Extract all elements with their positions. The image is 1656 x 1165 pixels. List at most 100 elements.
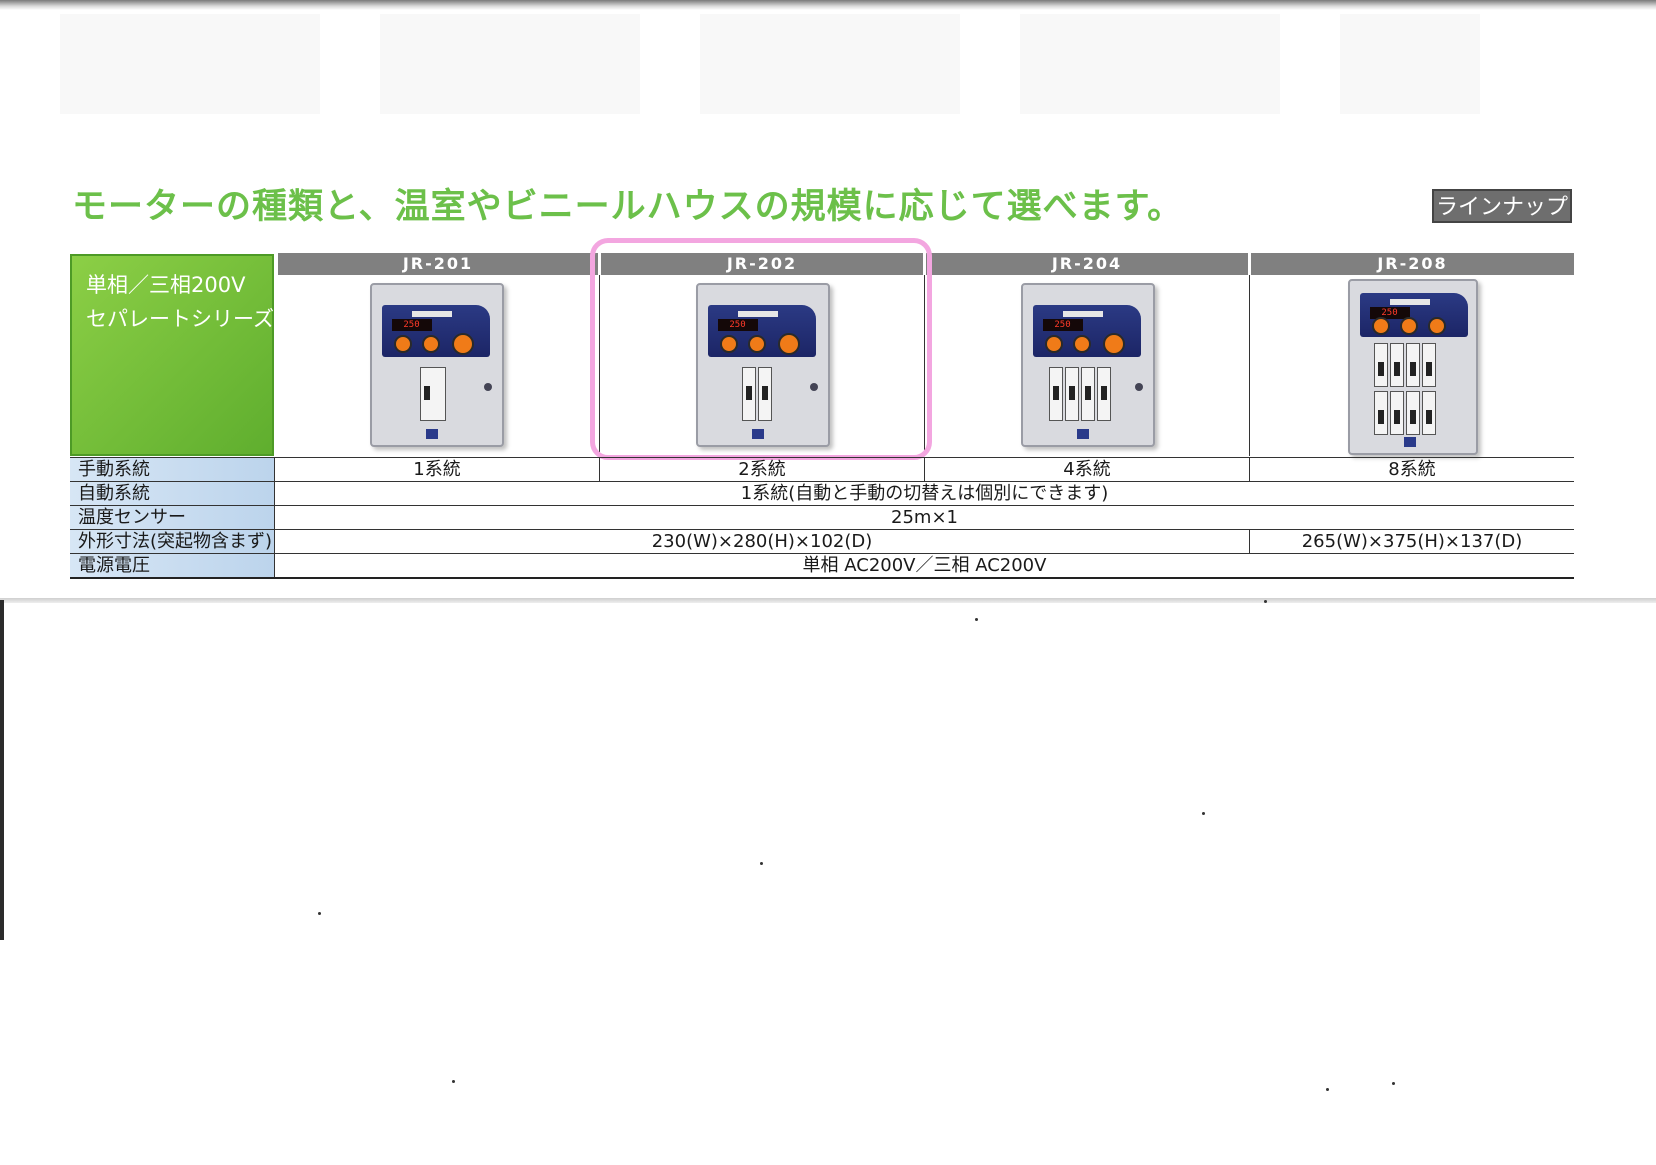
product-photo-jr-201: 250 (274, 275, 599, 456)
lamp-icon (1134, 383, 1143, 391)
row-rule (70, 553, 1574, 554)
lamp-icon (809, 383, 818, 391)
knob-icon (719, 335, 738, 353)
logo-icon (751, 429, 764, 439)
scan-top-edge (0, 0, 1656, 10)
temperature-sensor-label: 温度センサー (70, 506, 274, 529)
scan-left-edge (0, 600, 4, 940)
dimensions-value-large: 265(W)×375(H)×137(D) (1249, 530, 1574, 553)
knob-icon (451, 333, 474, 355)
switch-row (419, 367, 446, 421)
row-rule (70, 457, 1574, 458)
breaker-switch (419, 367, 446, 421)
breaker-switch (741, 367, 756, 421)
breaker-switch (1373, 343, 1388, 387)
knob-icon (1427, 317, 1446, 335)
dimensions-value-small: 230(W)×280(H)×102(D) (274, 530, 1249, 553)
power-voltage-value: 単相 AC200V／三相 AC200V (274, 554, 1574, 577)
knob-icon (421, 335, 440, 353)
breaker-switch (1421, 343, 1436, 387)
breaker-switch (1389, 343, 1404, 387)
row-rule (70, 505, 1574, 506)
manual-channels-jr-208: 8系統 (1249, 458, 1574, 481)
switch-row (1048, 367, 1111, 421)
product-photo-jr-202: 250 (599, 275, 925, 456)
power-voltage-label: 電源電圧 (70, 554, 274, 577)
auto-channels-value: 1系統(自動と手動の切替えは個別にできます) (274, 482, 1574, 505)
scan-speck (1202, 812, 1205, 815)
breaker-switch (1080, 367, 1095, 421)
logo-icon (425, 429, 438, 439)
breaker-switch (1421, 391, 1436, 435)
knob-icon (747, 335, 766, 353)
breaker-switch (1096, 367, 1111, 421)
manual-channels-jr-204: 4系統 (924, 458, 1249, 481)
controller-device-illustration: 250 (1020, 283, 1155, 447)
knob-icon (1072, 335, 1091, 353)
temperature-display: 250 (717, 319, 758, 331)
control-panel: 250 (1032, 305, 1141, 357)
brand-plate (1389, 299, 1430, 305)
product-photo-jr-208: 250 (1249, 275, 1575, 456)
knob-icon (1102, 333, 1125, 355)
scan-speck (452, 1080, 455, 1083)
breaker-switch (1389, 391, 1404, 435)
knob-icon (1371, 317, 1390, 335)
breaker-switch (757, 367, 772, 421)
lamp-icon (483, 383, 492, 391)
scan-speck (318, 912, 321, 915)
row-rule (70, 481, 1574, 482)
model-header-jr-204: JR-204 (926, 253, 1248, 275)
brand-plate (737, 311, 778, 317)
scan-page-divider (0, 598, 1656, 603)
logo-icon (1403, 437, 1416, 447)
breaker-switch (1405, 343, 1420, 387)
product-photo-jr-204: 250 (924, 275, 1250, 456)
temperature-sensor-value: 25m×1 (274, 506, 1574, 529)
switch-row (1373, 343, 1436, 387)
scan-bleed-through (60, 14, 1480, 114)
controller-device-illustration: 250 (369, 283, 504, 447)
series-card: 単相／三相200V セパレートシリーズ (70, 254, 274, 456)
model-header-jr-202: JR-202 (601, 253, 923, 275)
scan-speck (1264, 600, 1267, 603)
temperature-display: 250 (1369, 307, 1410, 319)
brand-plate (411, 311, 452, 317)
scan-speck (1392, 1082, 1395, 1085)
controller-device-illustration: 250 (1347, 279, 1478, 455)
dimensions-label: 外形寸法(突起物含まず) (70, 530, 274, 553)
scan-speck (760, 862, 763, 865)
knob-icon (1044, 335, 1063, 353)
scan-speck (1326, 1088, 1329, 1091)
knob-icon (393, 335, 412, 353)
control-panel: 250 (707, 305, 816, 357)
series-voltage-label: 単相／三相200V (86, 273, 246, 297)
lineup-badge: ラインナップ (1432, 189, 1572, 223)
breaker-switch (1064, 367, 1079, 421)
series-name-label: セパレートシリーズ (86, 307, 274, 331)
switch-row (741, 367, 772, 421)
control-panel: 250 (381, 305, 490, 357)
manual-channels-jr-201: 1系統 (274, 458, 599, 481)
knob-icon (1399, 317, 1418, 335)
row-rule (70, 529, 1574, 530)
logo-icon (1076, 429, 1089, 439)
brand-plate (1062, 311, 1103, 317)
switch-row (1373, 391, 1436, 435)
headline: モーターの種類と、温室やビニールハウスの規模に応じて選べます。 (72, 187, 1184, 227)
model-header-jr-201: JR-201 (278, 253, 598, 275)
manual-channels-label: 手動系統 (70, 458, 274, 481)
temperature-display: 250 (1042, 319, 1083, 331)
breaker-switch (1373, 391, 1388, 435)
auto-channels-label: 自動系統 (70, 482, 274, 505)
controller-device-illustration: 250 (695, 283, 830, 447)
scan-speck (975, 618, 978, 621)
model-header-jr-208: JR-208 (1251, 253, 1574, 275)
manual-channels-jr-202: 2系統 (599, 458, 924, 481)
temperature-display: 250 (391, 319, 432, 331)
control-panel: 250 (1359, 293, 1468, 337)
table-bottom-rule (70, 577, 1574, 579)
breaker-switch (1405, 391, 1420, 435)
breaker-switch (1048, 367, 1063, 421)
knob-icon (777, 333, 800, 355)
